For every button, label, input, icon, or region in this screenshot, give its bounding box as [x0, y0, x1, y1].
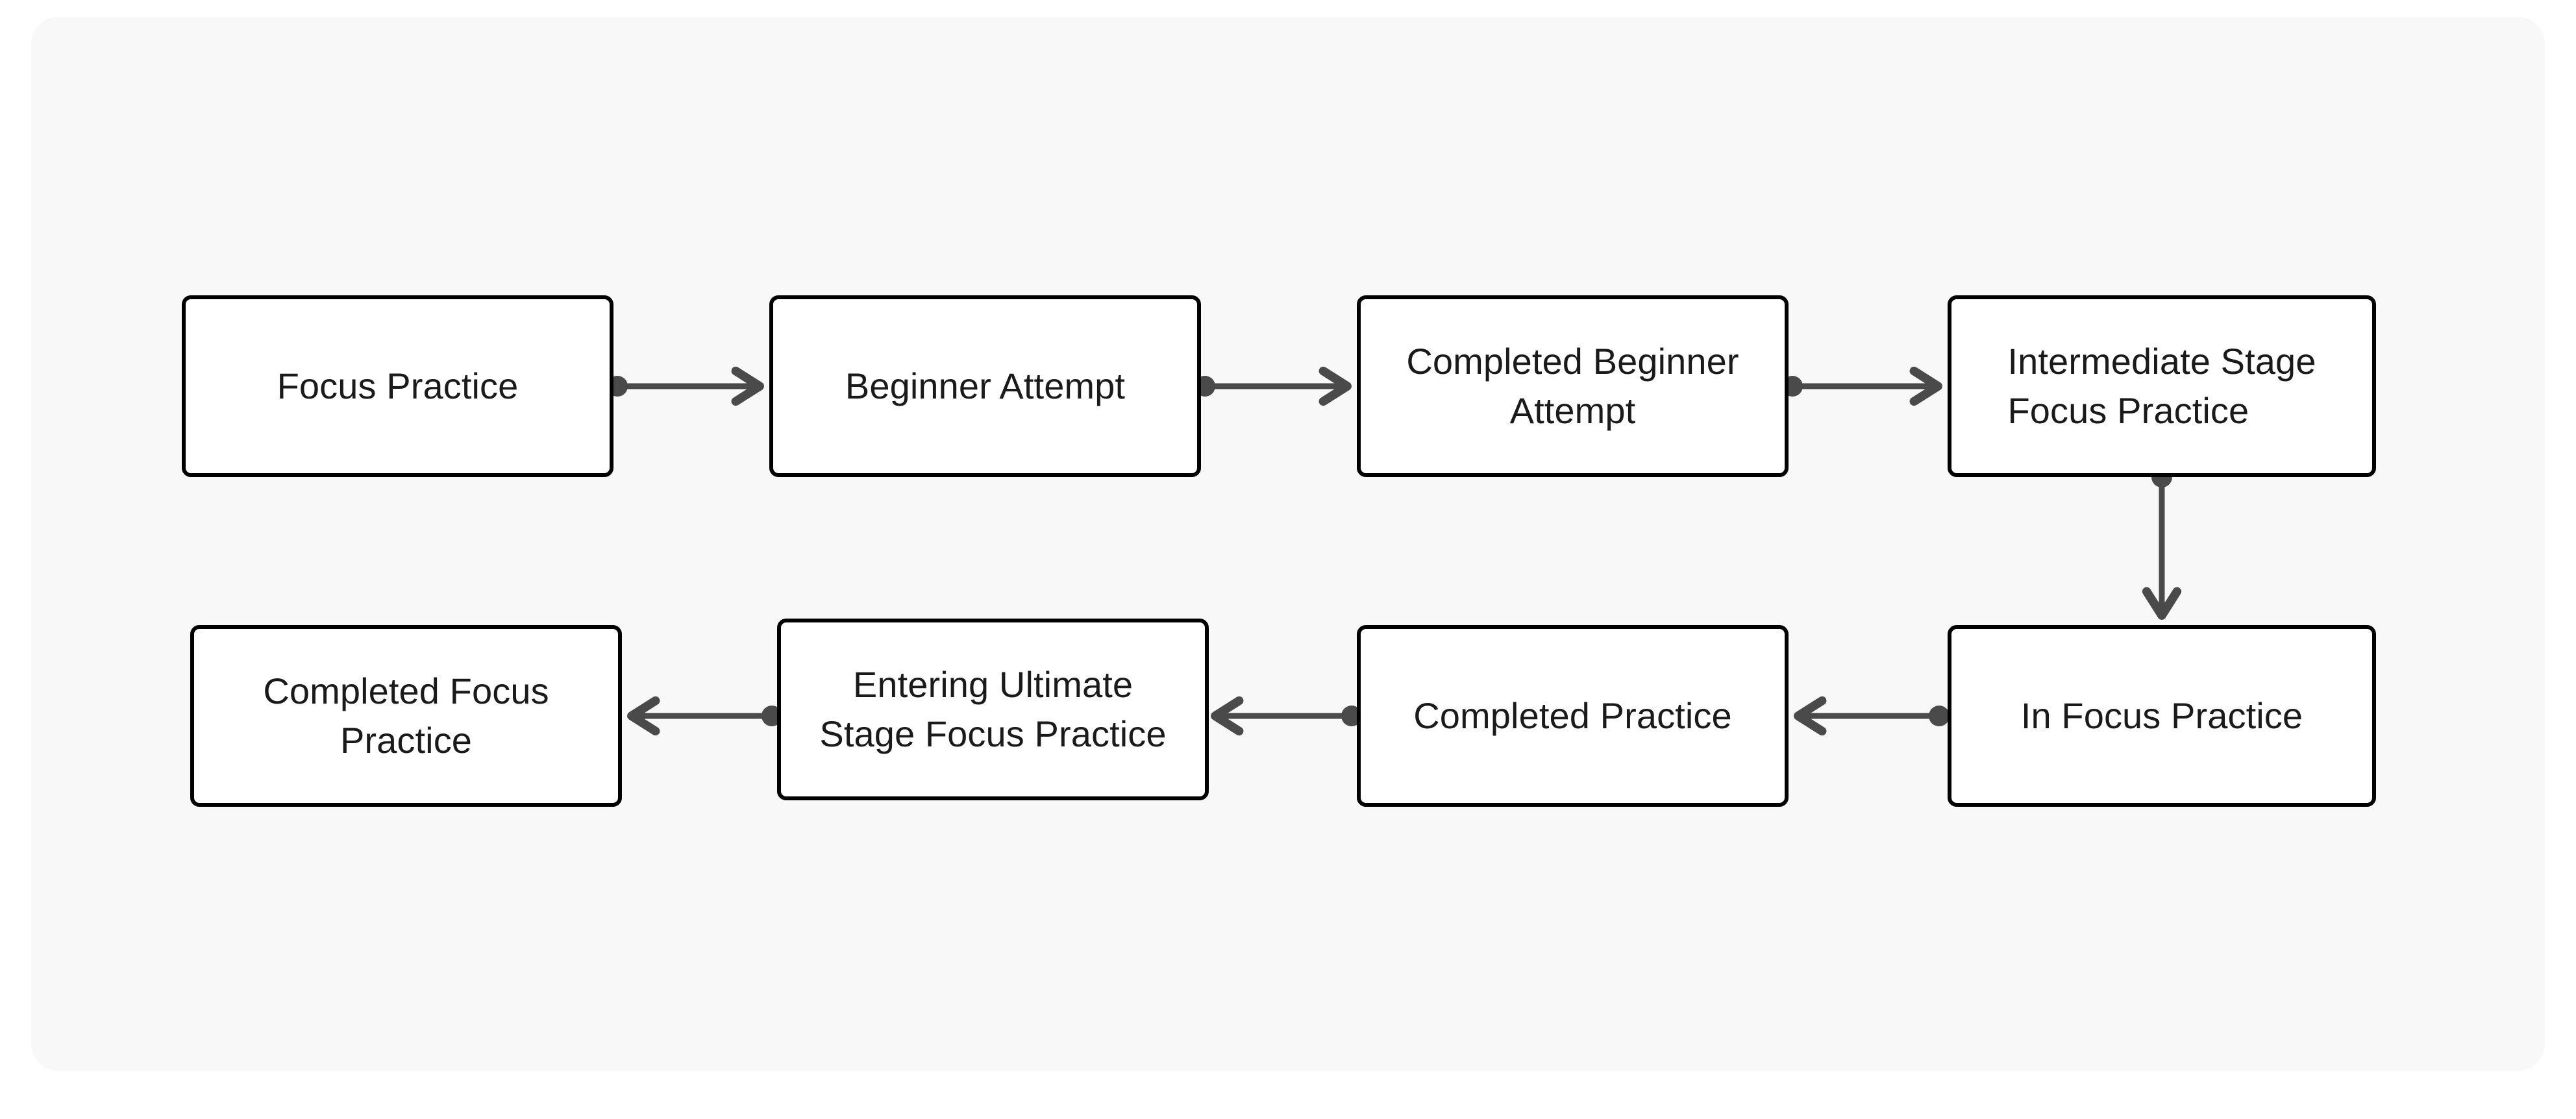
flow-node-completed-beginner-attempt[interactable]: Completed Beginner Attempt [1357, 295, 1789, 477]
flow-node-in-focus-practice[interactable]: In Focus Practice [1948, 625, 2376, 807]
flow-node-label: Focus Practice [277, 365, 519, 407]
flow-node-label: In Focus Practice [2020, 695, 2303, 737]
flow-node-label: Completed Practice [1413, 695, 1732, 737]
flow-node-label: Completed Focus Practice [263, 670, 549, 761]
flow-node-completed-focus-practice[interactable]: Completed Focus Practice [190, 625, 622, 807]
flow-node-label: Beginner Attempt [845, 365, 1126, 407]
flow-node-focus-practice[interactable]: Focus Practice [182, 295, 613, 477]
flow-node-label: Completed Beginner Attempt [1406, 341, 1739, 431]
flow-node-intermediate-stage-focus-practice[interactable]: Intermediate Stage Focus Practice [1948, 295, 2376, 477]
flow-node-beginner-attempt[interactable]: Beginner Attempt [769, 295, 1201, 477]
flow-node-label: Intermediate Stage Focus Practice [2007, 341, 2316, 431]
flow-node-completed-practice[interactable]: Completed Practice [1357, 625, 1789, 807]
flow-node-label: Entering Ultimate Stage Focus Practice [819, 664, 1167, 754]
diagram-canvas [31, 17, 2545, 1071]
flow-node-entering-ultimate-stage-focus-practice[interactable]: Entering Ultimate Stage Focus Practice [777, 619, 1209, 800]
